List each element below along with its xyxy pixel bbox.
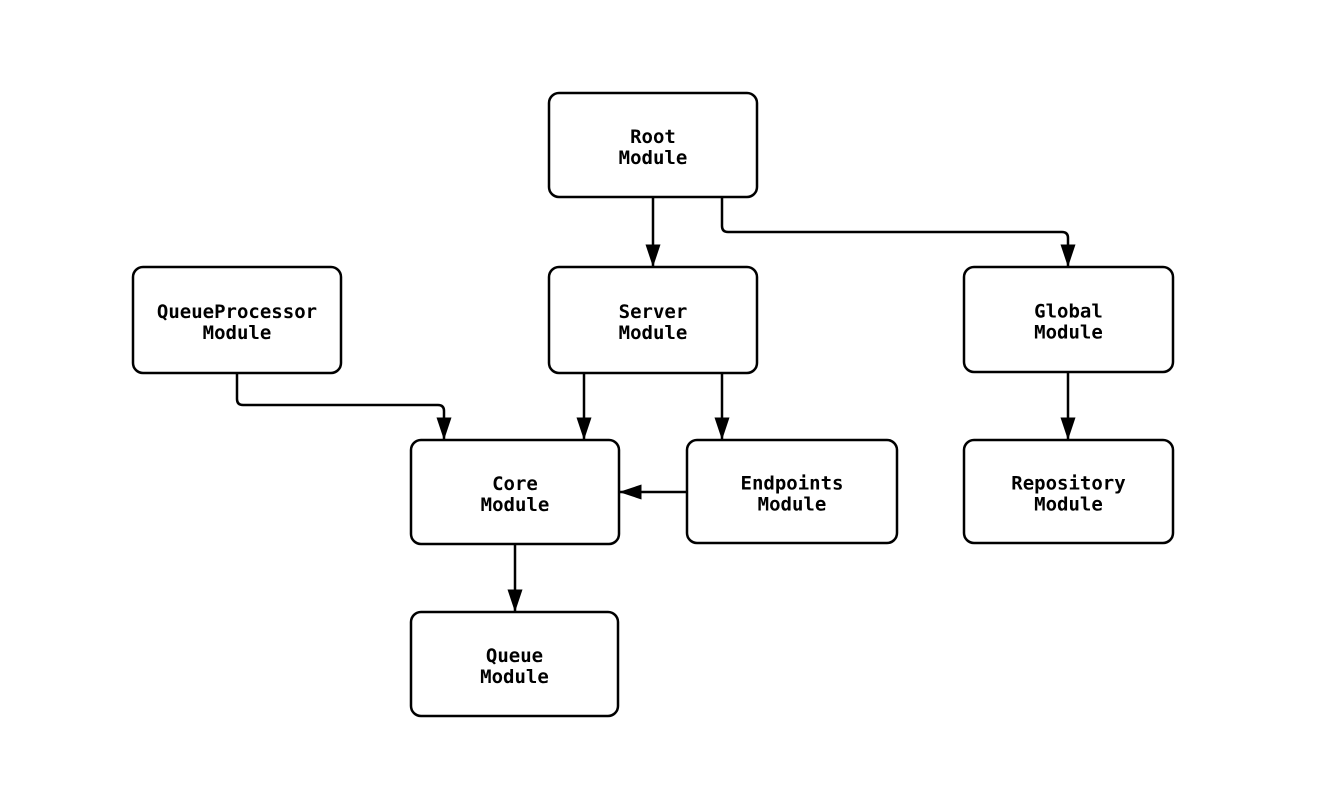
edge-root-to-global xyxy=(720,197,1076,267)
node-label-line: Core xyxy=(492,473,538,495)
node-label-line: Global xyxy=(1034,301,1103,323)
node-box xyxy=(131,265,343,375)
node-box xyxy=(962,438,1175,545)
node-label-line: Module xyxy=(619,322,688,344)
node-label-line: Server xyxy=(619,301,688,323)
node-box xyxy=(962,265,1175,374)
node-box xyxy=(409,438,621,546)
node-label-line: QueueProcessor xyxy=(157,301,317,323)
node-box xyxy=(409,610,620,718)
edge-queueprocessor-to-core xyxy=(235,373,452,440)
node-label-line: Module xyxy=(203,322,272,344)
node-label-line: Endpoints xyxy=(741,473,844,495)
node-label-line: Module xyxy=(1034,322,1103,344)
node-label-line: Module xyxy=(480,666,549,688)
node-label-line: Root xyxy=(630,126,676,148)
node-label-line: Repository xyxy=(1011,473,1125,495)
node-label-line: Module xyxy=(619,147,688,169)
node-label-line: Module xyxy=(481,494,550,516)
node-label-line: Module xyxy=(758,494,827,516)
node-box xyxy=(685,438,899,545)
node-box xyxy=(547,91,759,199)
edges-layer xyxy=(235,197,1076,612)
node-label-line: Module xyxy=(1034,494,1103,516)
node-label-line: Queue xyxy=(486,645,543,667)
node-box xyxy=(547,265,759,375)
